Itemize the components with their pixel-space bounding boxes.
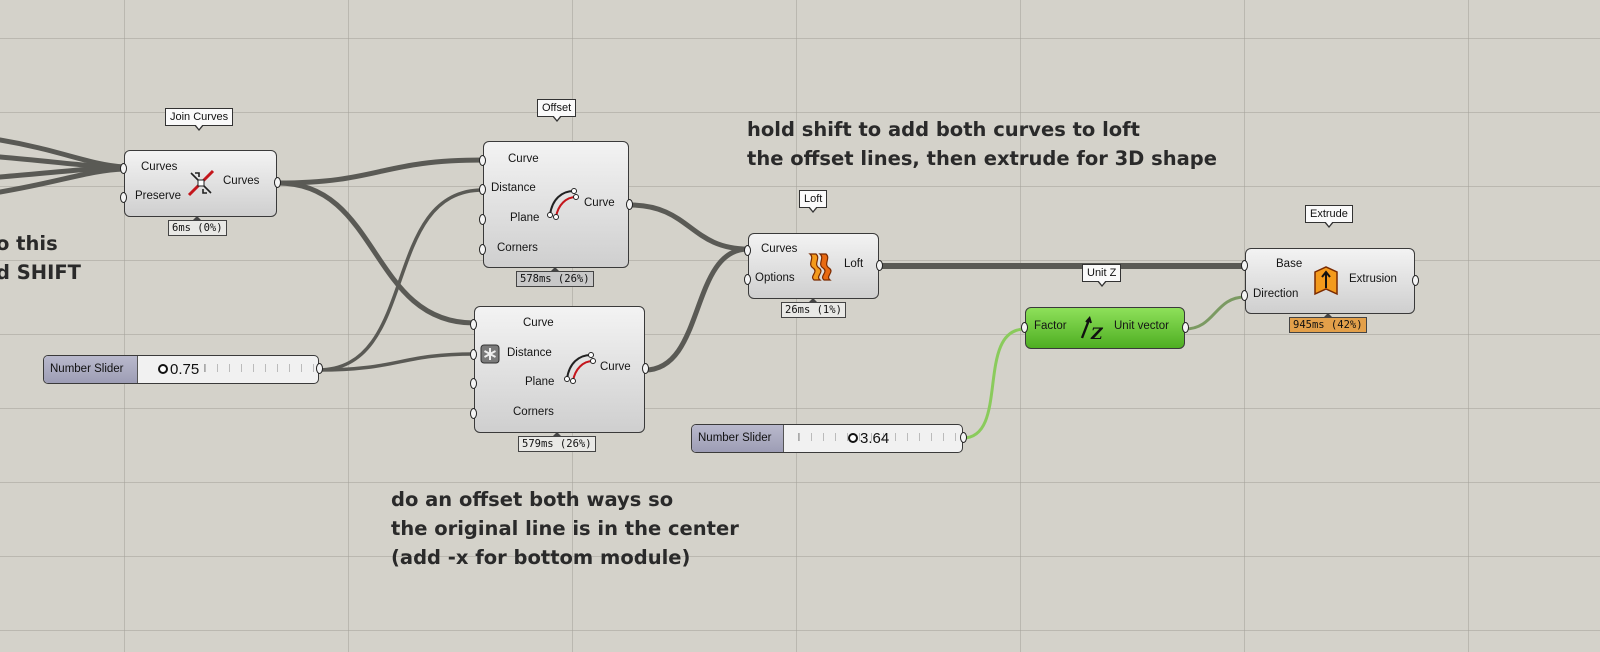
offset-bottom-input-plane-label: Plane	[525, 376, 555, 388]
loft-output-port[interactable]	[876, 260, 883, 271]
wire-slider-to-offset-bottom[interactable]	[316, 352, 476, 372]
loft-component[interactable]: Curves Options Loft	[744, 233, 883, 299]
offset-bottom-output-label: Curve	[600, 361, 631, 373]
wire-unitz-to-extrude[interactable]	[1183, 295, 1247, 331]
join-curves-input-preserve-label: Preserve	[135, 190, 182, 202]
offset-bottom-input-distance-label: Distance	[507, 347, 552, 359]
loft-input-options-label: Options	[755, 272, 795, 284]
extrude-output-port[interactable]	[1412, 275, 1419, 286]
offset-top-timer: 578ms (26%)	[516, 267, 594, 287]
number-slider-distance-output-port[interactable]	[316, 363, 323, 374]
join-curves-output-port[interactable]	[274, 177, 281, 188]
unit-z-output-label: Unit vector	[1114, 320, 1169, 332]
loft-input-curves-label: Curves	[761, 243, 798, 255]
extrude-icon	[1314, 266, 1338, 296]
join-curves-timer: 6ms (0%)	[168, 216, 227, 236]
wire-offset-bottom-to-loft[interactable]	[642, 246, 751, 373]
unit-z-icon: Z	[1080, 315, 1104, 342]
offset-top-input-distance-port[interactable]	[479, 184, 486, 195]
wire-offset-top-to-loft[interactable]	[627, 202, 751, 252]
loft-timer: 26ms (1%)	[781, 298, 846, 318]
offset-component-top[interactable]: Curve Distance Plane Corners Curve	[479, 141, 633, 268]
wire-slider-to-offset-top[interactable]	[316, 188, 485, 372]
extrude-component[interactable]: Base Direction Extrusion	[1241, 248, 1419, 314]
note-loft: hold shift to add both curves to loft th…	[747, 115, 1217, 173]
number-slider-distance[interactable]: Number Slider 0.75	[43, 355, 323, 384]
loft-icon	[808, 253, 832, 281]
offset-bottom-output-port[interactable]	[642, 363, 649, 374]
join-curves-tag: Join Curves	[165, 108, 234, 131]
wire-join-to-offset-bottom[interactable]	[275, 180, 477, 326]
unit-z-output-port[interactable]	[1182, 322, 1189, 333]
unit-z-input-factor-label: Factor	[1034, 320, 1067, 332]
unit-z-tag: Unit Z	[1082, 264, 1122, 287]
unit-z-input-factor-port[interactable]	[1021, 322, 1028, 333]
offset-bottom-input-plane-port[interactable]	[470, 378, 477, 389]
offset-top-input-corners-port[interactable]	[479, 244, 486, 255]
number-slider-factor-label: Number Slider	[692, 425, 784, 452]
offset-top-input-curve-port[interactable]	[479, 155, 486, 166]
offset-top-input-curve-label: Curve	[508, 153, 539, 165]
offset-bottom-input-corners-port[interactable]	[470, 408, 477, 419]
offset-top-output-port[interactable]	[626, 199, 633, 210]
offset-top-input-distance-label: Distance	[491, 182, 536, 194]
offset-bottom-timer: 579ms (26%)	[518, 432, 596, 452]
offset-curve-icon	[547, 188, 579, 220]
unit-z-component[interactable]: Factor Z Unit vector	[1021, 307, 1189, 349]
number-slider-factor-knob[interactable]	[848, 433, 858, 443]
note-loft-line-2: the offset lines, then extrude for 3D sh…	[747, 147, 1217, 170]
offset-top-input-plane-port[interactable]	[479, 214, 486, 225]
offset-bottom-input-distance-port[interactable]	[470, 349, 477, 360]
number-slider-factor-value: 3.64	[860, 430, 890, 447]
note-loft-line-1: hold shift to add both curves to loft	[747, 118, 1140, 141]
note-offset-line-2: the original line is in the center	[391, 517, 739, 540]
extrude-input-direction-port[interactable]	[1241, 290, 1248, 301]
negate-param-icon[interactable]	[480, 344, 500, 364]
loft-input-options-port[interactable]	[744, 274, 751, 285]
note-left-line-1: o this	[0, 232, 58, 255]
extrude-input-direction-label: Direction	[1253, 288, 1299, 300]
join-curves-output-label: Curves	[223, 175, 260, 187]
loft-input-curves-port[interactable]	[744, 245, 751, 256]
loft-output-label: Loft	[844, 258, 864, 270]
svg-text:Z: Z	[1090, 324, 1104, 342]
note-left-line-2: d SHIFT	[0, 261, 81, 284]
offset-tag: Offset	[537, 99, 577, 122]
number-slider-distance-knob[interactable]	[158, 364, 168, 374]
loft-tag: Loft	[799, 190, 828, 213]
extrude-input-base-label: Base	[1276, 258, 1303, 270]
number-slider-factor[interactable]: Number Slider 3.64	[691, 424, 967, 453]
wire-join-to-offset-top[interactable]	[275, 157, 486, 186]
offset-component-bottom[interactable]: Curve Distance Plane Corners Curve	[470, 306, 649, 433]
offset-top-output-label: Curve	[584, 197, 615, 209]
offset-bottom-input-curve-port[interactable]	[470, 319, 477, 330]
number-slider-distance-label: Number Slider	[44, 356, 138, 383]
note-left-partial: o this d SHIFT	[0, 229, 81, 287]
offset-bottom-input-curve-label: Curve	[523, 317, 554, 329]
extrude-output-label: Extrusion	[1349, 273, 1397, 285]
extrude-timer: 945ms (42%)	[1289, 313, 1367, 333]
join-curves-input-preserve-port[interactable]	[120, 192, 127, 203]
wire-incoming-2[interactable]	[0, 154, 127, 170]
extrude-tag: Extrude	[1305, 205, 1353, 228]
offset-top-input-corners-label: Corners	[497, 242, 538, 254]
wire-slider-to-unitz[interactable]	[961, 327, 1027, 440]
offset-curve-icon	[564, 352, 596, 384]
offset-bottom-input-corners-label: Corners	[513, 406, 554, 418]
extrude-input-base-port[interactable]	[1241, 260, 1248, 271]
number-slider-factor-track[interactable]	[798, 433, 957, 441]
number-slider-factor-output-port[interactable]	[960, 432, 967, 443]
offset-top-input-plane-label: Plane	[510, 212, 540, 224]
number-slider-distance-track[interactable]	[204, 364, 315, 372]
note-offset: do an offset both ways so the original l…	[391, 485, 739, 572]
join-curves-input-curves-label: Curves	[141, 161, 178, 173]
note-offset-line-1: do an offset both ways so	[391, 488, 674, 511]
join-curves-component[interactable]: Curves Preserve Curves	[120, 150, 281, 217]
note-offset-line-3: (add -x for bottom module)	[391, 546, 691, 569]
join-curves-icon	[187, 169, 215, 197]
wire-incoming-4[interactable]	[0, 166, 127, 195]
join-curves-input-curves-port[interactable]	[120, 163, 127, 174]
number-slider-distance-value: 0.75	[170, 361, 200, 378]
